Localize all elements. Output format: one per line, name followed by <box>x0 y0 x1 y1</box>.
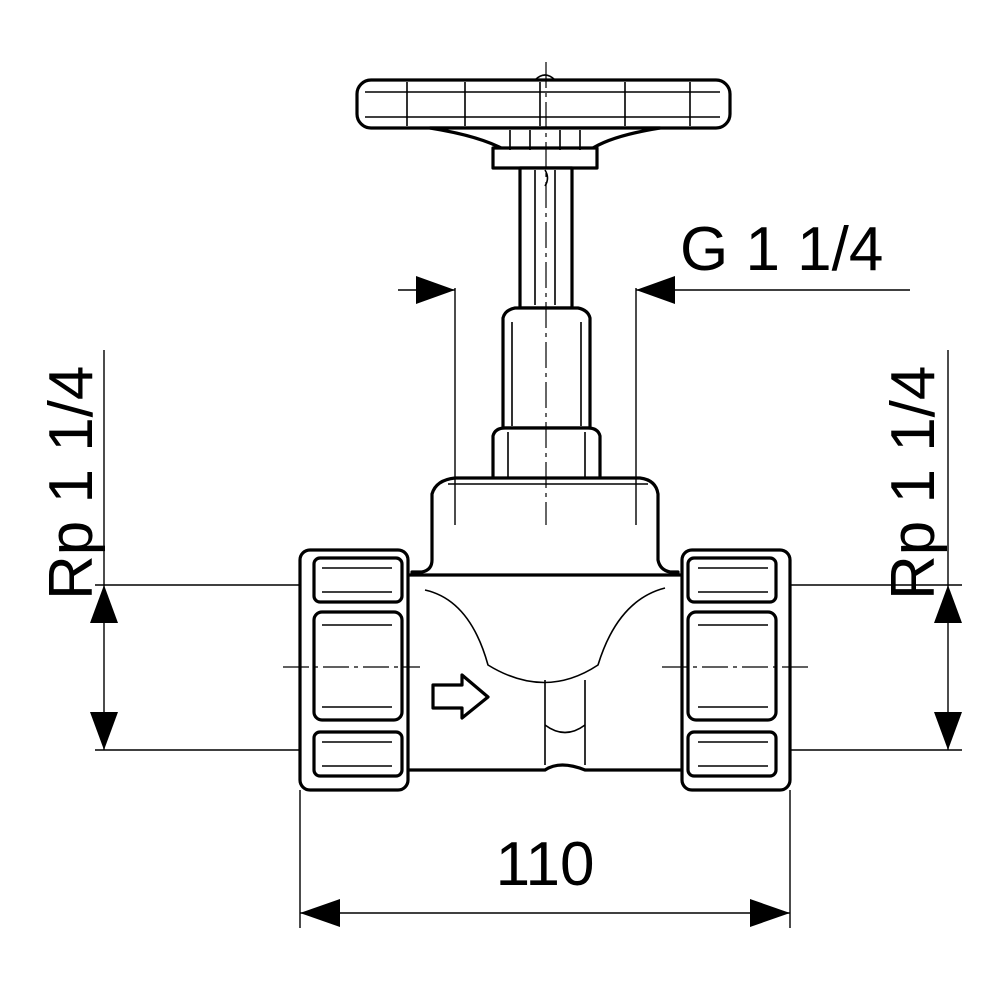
left-thread-dimension: Rp 1 1/4 <box>37 350 300 751</box>
handwheel <box>355 74 732 170</box>
left-port-hex <box>298 548 410 792</box>
left-bottom-arrowhead <box>90 712 118 750</box>
right-bottom-arrowhead <box>934 712 962 750</box>
left-thread-label: Rp 1 1/4 <box>37 366 106 600</box>
top-thread-dimension: G 1 1/4 <box>398 215 910 525</box>
bonnet-base <box>410 476 680 602</box>
valve-body <box>403 573 687 772</box>
center-lines <box>283 62 808 668</box>
bottom-right-arrowhead <box>750 899 790 927</box>
right-top-arrowhead <box>934 585 962 623</box>
top-left-arrowhead <box>416 276 455 304</box>
flow-direction-arrow-icon <box>431 673 490 720</box>
right-thread-label: Rp 1 1/4 <box>879 366 948 600</box>
top-thread-label: G 1 1/4 <box>680 215 883 284</box>
right-port-hex <box>680 548 792 792</box>
overall-length-label: 110 <box>496 830 595 899</box>
left-top-arrowhead <box>90 585 118 623</box>
overall-length-dimension: 110 <box>299 790 791 928</box>
bottom-left-arrowhead <box>300 899 340 927</box>
top-right-arrowhead <box>636 276 675 304</box>
right-thread-dimension: Rp 1 1/4 <box>790 350 962 751</box>
